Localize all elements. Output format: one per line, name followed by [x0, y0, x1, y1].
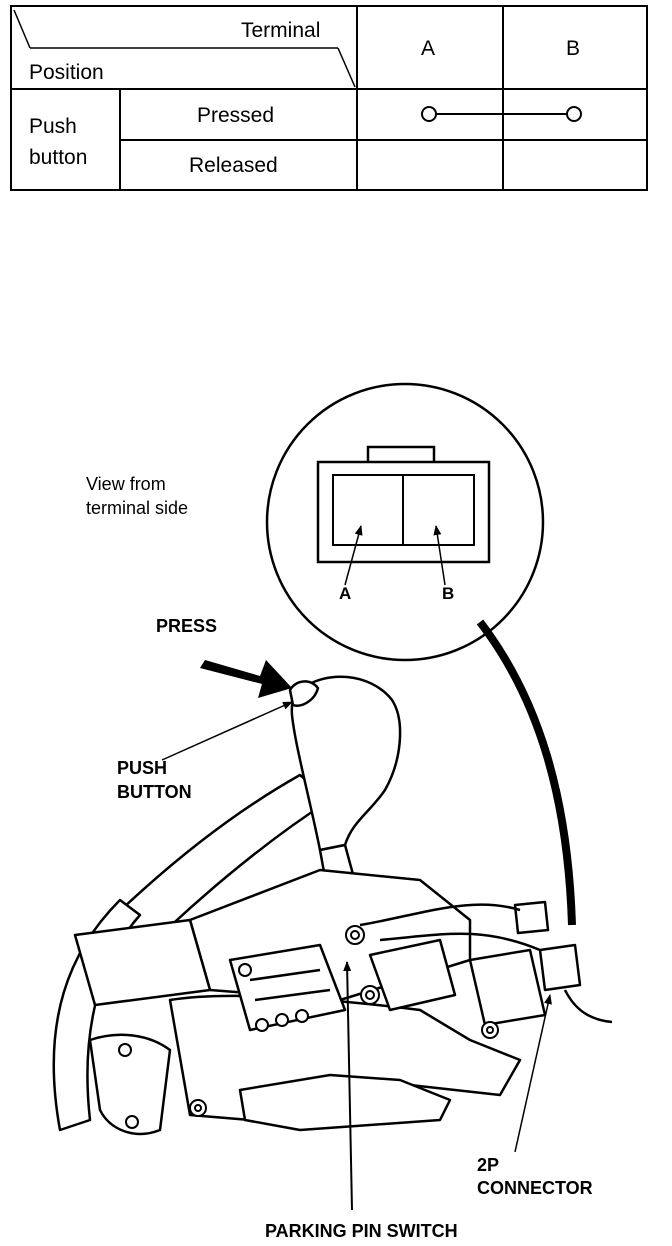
table-corner-diagonal [13, 9, 31, 49]
press-label: PRESS [156, 616, 218, 636]
switch-leader [343, 961, 353, 1211]
connector-lock-tab [366, 445, 436, 465]
connector-magnified-view [265, 382, 545, 662]
shift-knob [290, 675, 402, 852]
terminal-b-pointer [433, 525, 446, 586]
push-button-leader [161, 701, 293, 761]
terminal-a-dot [421, 106, 437, 122]
row-label-pressed: Pressed [197, 104, 275, 127]
press-arrow [200, 660, 292, 698]
connector-leader [514, 994, 552, 1153]
view-note-line1: View from [86, 474, 166, 494]
parking-pin-switch-label: PARKING PIN SWITCH [265, 1221, 458, 1241]
table-corner-diagonal [337, 47, 356, 88]
continuity-mark-pressed [421, 106, 582, 122]
mechanism-bolts [118, 925, 499, 1129]
terminal-b-dot [566, 106, 582, 122]
row-label-released: Released [189, 154, 278, 177]
row-group-label-line2: button [29, 146, 88, 169]
connector-label-line1: 2P [477, 1155, 500, 1175]
row-group-label-line1: Push [29, 115, 77, 138]
corner-position-label: Position [29, 61, 104, 84]
connector-label-line2: CONNECTOR [477, 1178, 593, 1198]
push-button [288, 680, 320, 707]
column-header-b: B [566, 37, 581, 60]
magnify-leader-line [476, 619, 576, 926]
continuity-table [10, 5, 648, 191]
table-border [10, 5, 648, 191]
terminal-b-label: B [442, 584, 455, 603]
push-button-label-line1: PUSH [117, 758, 168, 778]
parking-pin-switch-body [368, 938, 457, 1012]
view-note-line2: terminal side [86, 498, 189, 518]
terminal-a-label: A [339, 584, 352, 603]
column-header-a: A [421, 37, 436, 60]
push-button-label-line2: BUTTON [117, 782, 192, 802]
corner-terminal-label: Terminal [241, 19, 321, 42]
2p-connector [538, 943, 582, 992]
terminal-a-pointer [344, 525, 363, 586]
shift-lever-assembly [52, 675, 613, 1136]
